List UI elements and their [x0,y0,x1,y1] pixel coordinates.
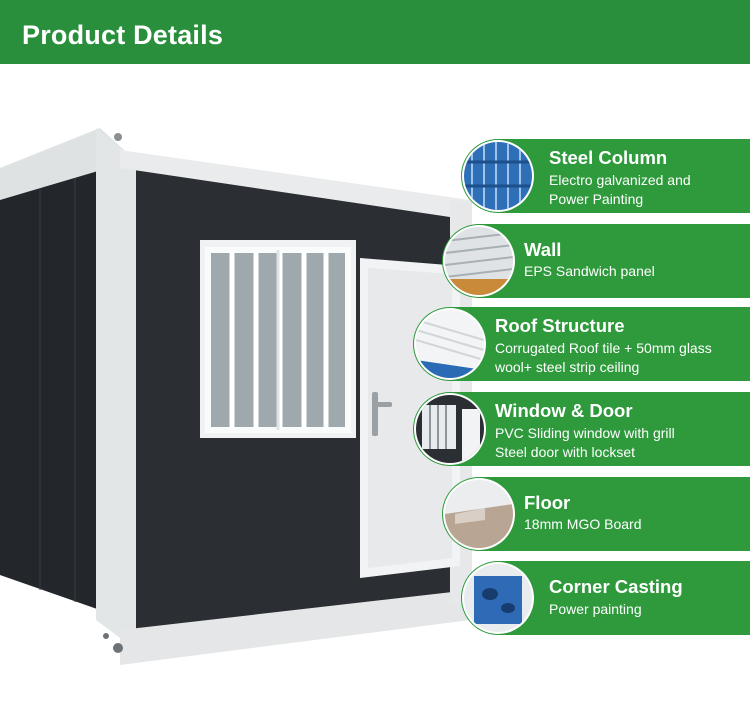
page-title: Product Details [22,20,224,50]
feature-title: Corner Casting [549,576,683,597]
feature-title: Wall [524,239,562,260]
feature-desc-line: Power painting [549,601,642,617]
header-banner: Product Details [0,0,750,64]
corner-casting-icon [464,564,532,632]
feature-desc-line: Corrugated Roof tile + 50mm glass [495,340,712,356]
feature-desc-line: wool+ steel strip ceiling [495,359,640,375]
feature-roof-structure: Roof Structure Corrugated Roof tile + 50… [413,307,750,381]
feature-desc-line: Steel door with lockset [495,444,636,460]
window-door-icon [416,395,484,463]
feature-title: Roof Structure [495,315,625,336]
wall-panel-icon [445,227,513,295]
feature-desc-line: 18mm MGO Board [524,516,642,532]
roof-structure-icon [416,310,484,378]
feature-wall: Wall EPS Sandwich panel [442,224,750,298]
feature-desc-line: EPS Sandwich panel [524,263,655,279]
feature-title: Floor [524,492,571,513]
feature-desc-line: Power Painting [549,191,644,207]
feature-steel-column: Steel Column Electro galvanized and Powe… [461,139,750,213]
feature-desc-line: Electro galvanized and [549,172,691,188]
feature-corner-casting: Corner Casting Power painting [461,561,750,635]
feature-title: Steel Column [549,147,668,168]
feature-floor: Floor 18mm MGO Board [442,477,750,551]
feature-title: Window & Door [495,400,633,421]
floor-icon [445,480,513,548]
steel-column-icon [464,142,532,210]
feature-desc-line: PVC Sliding window with grill [495,425,675,441]
feature-window-door: Window & Door PVC Sliding window with gr… [413,392,750,466]
